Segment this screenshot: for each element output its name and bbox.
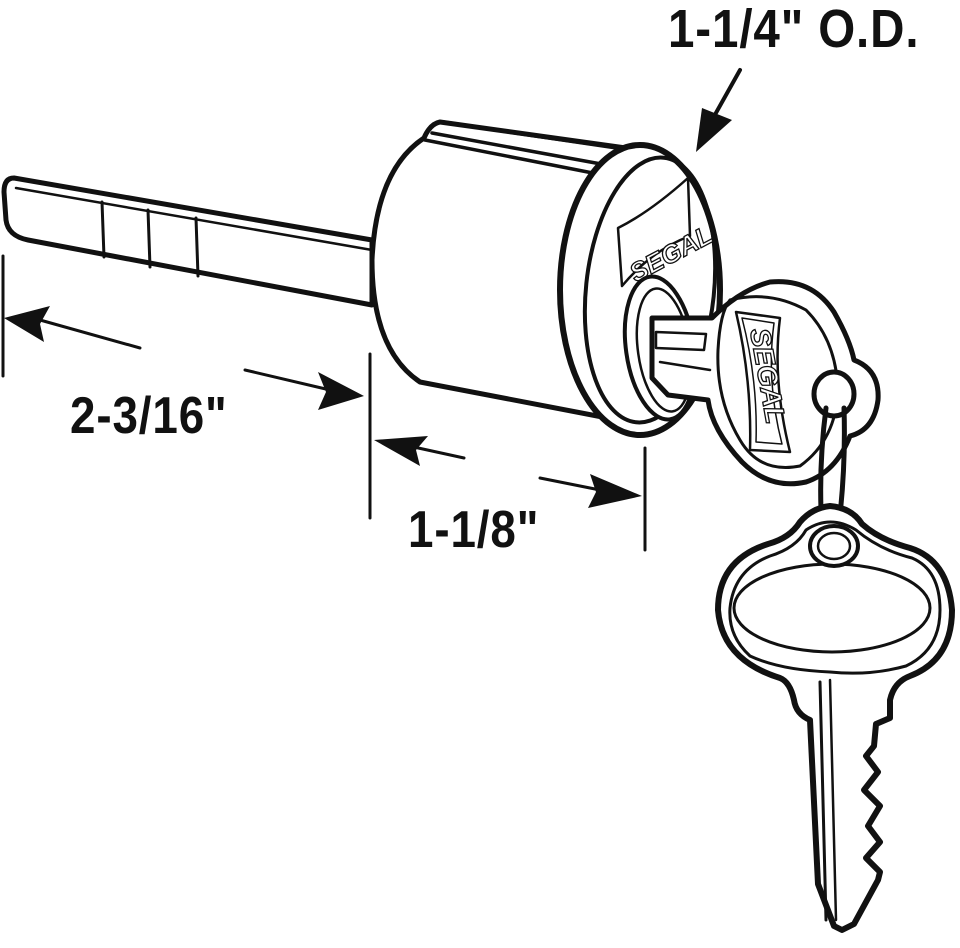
dimension-label-cylinder-length: 1-1/8" xyxy=(408,501,540,559)
dimension-outer-diameter xyxy=(696,68,742,152)
dimension-label-tailpiece-length: 2-3/16" xyxy=(70,387,228,445)
dimension-tailpiece-length xyxy=(1,254,372,520)
dimension-cylinder-length xyxy=(374,436,647,552)
dimension-label-outer-diameter: 1-1/4" O.D. xyxy=(668,0,920,59)
key-hanging xyxy=(715,503,955,933)
tailpiece xyxy=(1,175,375,308)
